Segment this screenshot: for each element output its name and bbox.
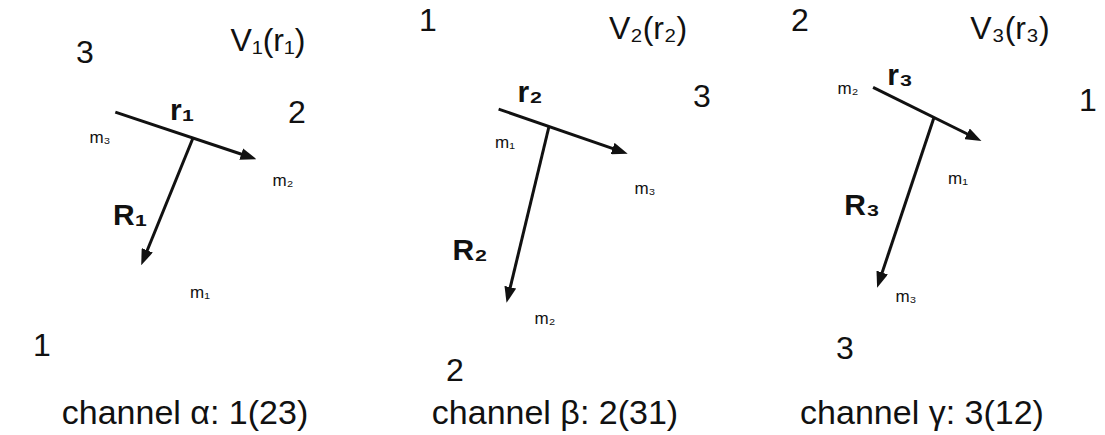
sphere bbox=[416, 53, 500, 137]
mass-label: m₁ bbox=[190, 284, 210, 301]
vector-label: r₂ bbox=[517, 77, 542, 107]
center-dot bbox=[1018, 158, 1022, 162]
dashed-divider bbox=[739, 0, 741, 435]
particle-sphere: 1m₁ bbox=[976, 116, 1064, 204]
coordinate-arrow bbox=[499, 109, 615, 149]
mass-label: m₂ bbox=[535, 310, 556, 327]
center-dot bbox=[281, 166, 285, 170]
vector-label: R₁ bbox=[113, 200, 147, 230]
particle-number: 1 bbox=[1079, 84, 1097, 116]
coordinate-arrow bbox=[882, 117, 934, 274]
particle-number: 3 bbox=[836, 332, 854, 364]
particle-sphere: 3m₃ bbox=[626, 144, 654, 172]
potential-label: V₂(r₂) bbox=[609, 12, 687, 44]
sphere bbox=[256, 141, 310, 195]
dashed-divider bbox=[367, 0, 369, 435]
sphere-outline bbox=[471, 301, 529, 359]
particle-sphere: 2m₂ bbox=[254, 139, 312, 197]
potential-label: V₃(r₃) bbox=[970, 12, 1049, 44]
sphere bbox=[473, 303, 527, 357]
particle-sphere: 1m₁ bbox=[414, 51, 502, 139]
particle-number: 2 bbox=[791, 4, 809, 36]
center-dot bbox=[871, 298, 875, 302]
ellipse-outline bbox=[412, 30, 719, 206]
vector-label: R₂ bbox=[453, 235, 488, 265]
coordinate-arrow bbox=[873, 87, 969, 134]
particle-sphere: 2m₂ bbox=[819, 46, 877, 104]
particle-number: 2 bbox=[446, 354, 464, 386]
center-dot bbox=[123, 303, 127, 307]
sphere bbox=[91, 96, 115, 120]
sphere bbox=[978, 118, 1062, 202]
mass-label: m₁ bbox=[495, 133, 515, 150]
center-dot bbox=[846, 73, 850, 77]
particle-sphere: 3m₃ bbox=[859, 286, 887, 314]
sphere-outline bbox=[414, 51, 502, 139]
particle-sphere: 1m₁ bbox=[81, 261, 169, 349]
sphere-outline bbox=[859, 286, 887, 314]
mass-label: m₁ bbox=[948, 169, 968, 186]
interaction-ellipse: V₃(r₃)2m₂1m₁ bbox=[789, 28, 1080, 192]
particle-sphere: 3m₃ bbox=[89, 94, 117, 122]
dashed-ellipse bbox=[393, 0, 738, 238]
vector-label: r₃ bbox=[887, 60, 913, 90]
particle-number: 3 bbox=[76, 36, 94, 68]
mass-label: m₃ bbox=[634, 179, 655, 196]
mass-label: m₂ bbox=[273, 171, 294, 188]
sphere-outline bbox=[89, 94, 117, 122]
sphere-outline bbox=[81, 261, 169, 349]
sphere bbox=[861, 288, 885, 312]
center-dot bbox=[638, 156, 642, 160]
interaction-ellipse: V₁(r₁)3m₃2m₂ bbox=[59, 70, 332, 227]
sphere bbox=[83, 263, 167, 347]
particle-number: 2 bbox=[288, 96, 306, 128]
sphere bbox=[628, 146, 652, 170]
particle-number: 3 bbox=[693, 80, 711, 112]
vector-label: R₃ bbox=[844, 190, 880, 220]
interaction-ellipse: V₂(r₂)1m₁3m₃ bbox=[412, 30, 719, 206]
sphere-outline bbox=[976, 116, 1064, 204]
mass-label: m₃ bbox=[895, 288, 916, 305]
channel-caption: channel β: 2(31) bbox=[432, 395, 678, 429]
center-dot bbox=[498, 328, 502, 332]
potential-label: V₁(r₁) bbox=[231, 24, 306, 56]
particle-number: 1 bbox=[419, 4, 437, 36]
mass-label: m₂ bbox=[838, 79, 859, 96]
ellipse-outline bbox=[789, 28, 1080, 192]
particle-sphere: 2m₂ bbox=[471, 301, 529, 359]
sphere bbox=[821, 48, 875, 102]
coordinate-arrow bbox=[510, 126, 549, 289]
vector-label: r₁ bbox=[170, 95, 194, 125]
coordinate-arrow bbox=[146, 138, 192, 252]
sphere-outline bbox=[626, 144, 654, 172]
center-dot bbox=[456, 93, 460, 97]
channel-caption: channel γ: 3(12) bbox=[800, 395, 1044, 429]
particle-number: 1 bbox=[33, 329, 51, 361]
mass-label: m₃ bbox=[89, 128, 110, 145]
ellipse-outline bbox=[59, 70, 332, 227]
dashed-ellipse bbox=[42, 42, 348, 254]
dashed-ellipse bbox=[772, 0, 1098, 221]
channel-caption: channel α: 1(23) bbox=[62, 395, 308, 429]
center-dot bbox=[101, 106, 105, 110]
